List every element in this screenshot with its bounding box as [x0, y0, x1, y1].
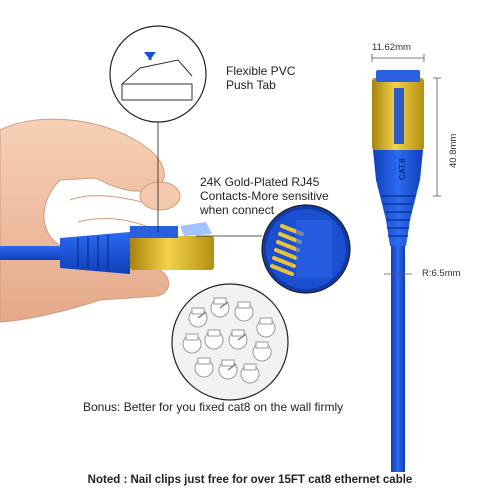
nail-clips-callout: [171, 283, 289, 401]
note-text: Noted : Nail clips just free for over 15…: [87, 474, 413, 486]
nail-clips: [182, 297, 276, 384]
boot-ribs: [381, 195, 415, 237]
push-tab-callout: [109, 25, 207, 232]
dimension-lines: [371, 54, 441, 275]
hand: [0, 118, 181, 323]
width-dimension: 11.62mm: [372, 42, 411, 53]
push-tab-label-line2: Push Tab: [226, 78, 276, 92]
height-dimension: 40.8mm: [448, 133, 459, 168]
horizontal-cable: [0, 222, 214, 274]
contacts-label-line1: 24K Gold-Plated RJ45: [200, 175, 320, 189]
contacts-label-line3: when connect: [200, 203, 275, 217]
radius-dimension: R:6.5mm: [422, 268, 461, 279]
boot: [372, 140, 424, 246]
cable-print: CAT.8: [398, 158, 407, 180]
bonus-label: Bonus: Better for you fixed cat8 on the …: [83, 400, 344, 414]
contacts-label-line2: Contacts-More sensitive: [200, 189, 329, 203]
contacts-callout: [196, 204, 351, 294]
connector-tip: [376, 70, 420, 82]
nails: [197, 301, 247, 371]
push-tab-label-line1: Flexible PVC: [226, 64, 296, 78]
vertical-cable: CAT.8: [372, 70, 424, 472]
